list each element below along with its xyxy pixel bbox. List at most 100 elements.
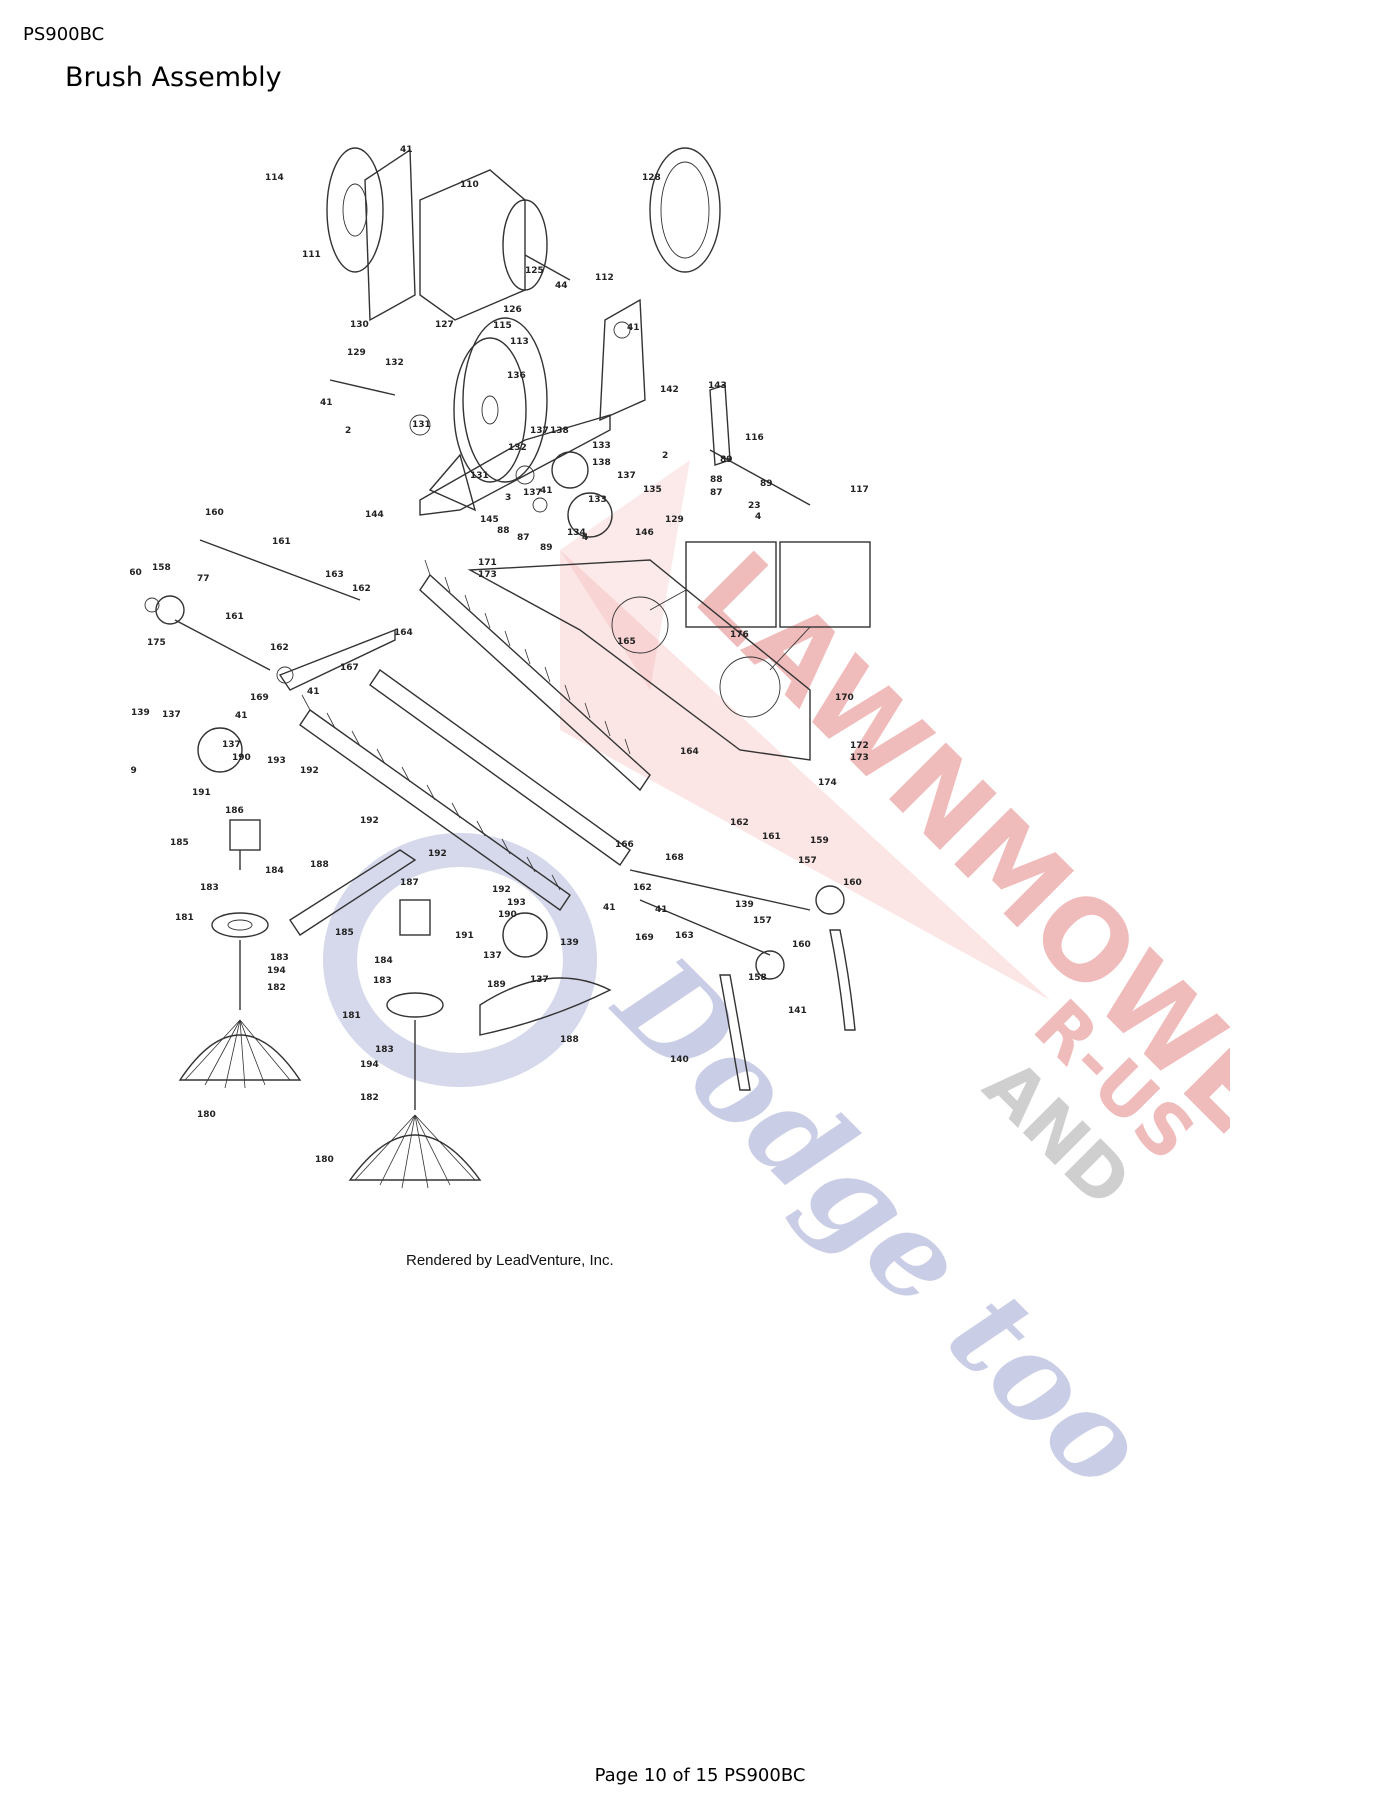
svg-text:144: 144 <box>365 510 384 520</box>
svg-text:41: 41 <box>400 145 413 155</box>
svg-text:89: 89 <box>540 543 553 553</box>
svg-text:132: 132 <box>508 443 527 453</box>
svg-text:181: 181 <box>175 913 194 923</box>
svg-text:191: 191 <box>455 931 474 941</box>
svg-text:161: 161 <box>272 537 291 547</box>
svg-text:125: 125 <box>525 266 544 276</box>
svg-text:159: 159 <box>810 836 829 846</box>
svg-text:163: 163 <box>325 570 344 580</box>
svg-text:175: 175 <box>147 638 166 648</box>
svg-text:112: 112 <box>595 273 614 283</box>
svg-text:162: 162 <box>352 584 371 594</box>
svg-text:164: 164 <box>394 628 413 638</box>
svg-text:115: 115 <box>493 321 512 331</box>
svg-text:174: 174 <box>818 778 837 788</box>
svg-text:142: 142 <box>660 385 679 395</box>
svg-text:176: 176 <box>730 630 749 640</box>
svg-text:113: 113 <box>510 337 529 347</box>
svg-text:168: 168 <box>665 853 684 863</box>
svg-text:162: 162 <box>270 643 289 653</box>
svg-text:186: 186 <box>225 806 244 816</box>
svg-text:129: 129 <box>665 515 684 525</box>
svg-text:137: 137 <box>530 975 549 985</box>
svg-text:181: 181 <box>342 1011 361 1021</box>
svg-text:41: 41 <box>655 905 668 915</box>
svg-text:160: 160 <box>843 878 862 888</box>
svg-text:188: 188 <box>560 1035 579 1045</box>
svg-text:160: 160 <box>130 568 142 578</box>
svg-text:192: 192 <box>492 885 511 895</box>
svg-text:139: 139 <box>735 900 754 910</box>
svg-text:184: 184 <box>374 956 393 966</box>
svg-text:185: 185 <box>335 928 354 938</box>
svg-text:146: 146 <box>635 528 654 538</box>
svg-text:134: 134 <box>567 528 586 538</box>
page-footer: Page 10 of 15 PS900BC <box>594 1765 806 1786</box>
svg-text:3: 3 <box>505 493 511 503</box>
svg-text:169: 169 <box>250 693 269 703</box>
svg-text:143: 143 <box>708 381 727 391</box>
svg-text:2: 2 <box>662 451 668 461</box>
model-id: PS900BC <box>23 24 105 45</box>
svg-text:88: 88 <box>497 526 510 536</box>
svg-text:184: 184 <box>265 866 284 876</box>
svg-text:183: 183 <box>373 976 392 986</box>
roller-brushes <box>299 559 651 911</box>
motor-assembly <box>326 147 721 422</box>
svg-text:4: 4 <box>582 533 588 543</box>
svg-text:180: 180 <box>315 1155 334 1165</box>
svg-text:194: 194 <box>267 966 286 976</box>
svg-text:189: 189 <box>487 980 506 990</box>
svg-text:44: 44 <box>555 281 568 291</box>
svg-text:162: 162 <box>730 818 749 828</box>
svg-text:182: 182 <box>267 983 286 993</box>
svg-text:173: 173 <box>478 570 497 580</box>
svg-text:140: 140 <box>670 1055 689 1065</box>
svg-text:137: 137 <box>523 488 542 498</box>
svg-text:41: 41 <box>235 711 248 721</box>
svg-text:162: 162 <box>633 883 652 893</box>
svg-text:41: 41 <box>540 486 553 496</box>
svg-text:193: 193 <box>267 756 286 766</box>
svg-text:161: 161 <box>762 832 781 842</box>
svg-text:145: 145 <box>480 515 499 525</box>
svg-text:171: 171 <box>478 558 497 568</box>
svg-text:141: 141 <box>788 1006 807 1016</box>
side-brushes <box>178 940 482 1189</box>
svg-text:190: 190 <box>232 753 251 763</box>
svg-text:187: 187 <box>400 878 419 888</box>
svg-text:127: 127 <box>435 320 454 330</box>
svg-text:165: 165 <box>617 637 636 647</box>
svg-text:167: 167 <box>340 663 359 673</box>
svg-text:191: 191 <box>192 788 211 798</box>
svg-text:41: 41 <box>307 687 320 697</box>
side-brush-drives <box>197 727 856 1091</box>
svg-text:137: 137 <box>483 951 502 961</box>
svg-text:89: 89 <box>760 479 773 489</box>
svg-text:194: 194 <box>360 1060 379 1070</box>
svg-text:116: 116 <box>745 433 764 443</box>
svg-text:111: 111 <box>302 250 321 260</box>
svg-text:89: 89 <box>720 455 733 465</box>
svg-text:172: 172 <box>850 741 869 751</box>
brush-housing <box>467 541 871 761</box>
exploded-parts-diagram: LAWNMOWERS R-US AND Dodge too <box>130 130 1230 1480</box>
svg-text:173: 173 <box>850 753 869 763</box>
svg-text:137: 137 <box>530 426 549 436</box>
svg-text:137: 137 <box>617 471 636 481</box>
svg-text:180: 180 <box>197 1110 216 1120</box>
svg-text:183: 183 <box>200 883 219 893</box>
svg-text:77: 77 <box>197 574 210 584</box>
svg-text:183: 183 <box>270 953 289 963</box>
drive-wheel <box>329 317 548 483</box>
svg-text:190: 190 <box>498 910 517 920</box>
svg-text:88: 88 <box>710 475 723 485</box>
svg-text:135: 135 <box>643 485 662 495</box>
svg-text:128: 128 <box>642 173 661 183</box>
svg-text:158: 158 <box>748 973 767 983</box>
svg-text:192: 192 <box>428 849 447 859</box>
svg-text:189: 189 <box>130 766 137 776</box>
svg-text:192: 192 <box>360 816 379 826</box>
svg-text:170: 170 <box>835 693 854 703</box>
svg-text:139: 139 <box>131 708 150 718</box>
